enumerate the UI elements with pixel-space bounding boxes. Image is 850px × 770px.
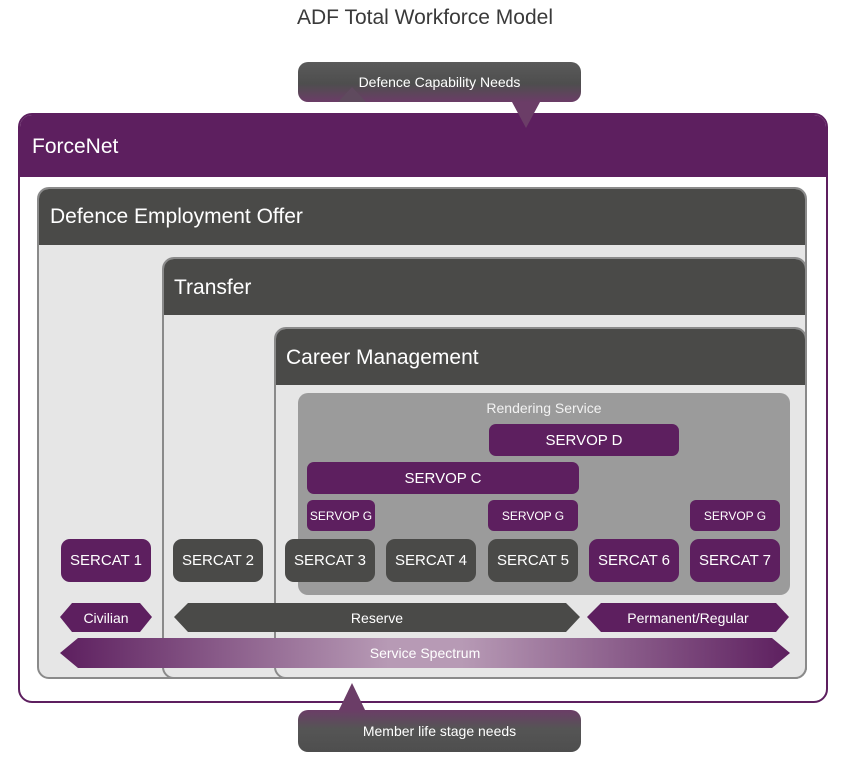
defence-capability-needs-label: Defence Capability Needs xyxy=(358,74,521,90)
sercat-5-label: SERCAT 5 xyxy=(497,552,569,569)
sercat-4-box: SERCAT 4 xyxy=(386,539,476,582)
sercat-5-box: SERCAT 5 xyxy=(488,539,578,582)
servop-g-label: SERVOP G xyxy=(703,508,767,523)
servop-g-label: SERVOP G xyxy=(501,508,565,523)
rendering-service-label: Rendering Service xyxy=(486,400,602,416)
sercat-2-label: SERCAT 2 xyxy=(182,552,254,569)
defence-employment-offer-label: Defence Employment Offer xyxy=(50,205,303,228)
reserve-label: Reserve xyxy=(350,609,404,626)
civilian-arrow xyxy=(60,603,152,632)
sercat-3-box: SERCAT 3 xyxy=(285,539,375,582)
servop-g-label: SERVOP G xyxy=(309,508,373,523)
member-life-stage-needs-label: Member life stage needs xyxy=(362,723,517,739)
top-bubble-tail-down xyxy=(512,102,540,128)
servop-g-bar: SERVOP G xyxy=(488,500,578,531)
permanent-regular-label: Permanent/Regular xyxy=(627,609,749,626)
transfer-label: Transfer xyxy=(174,276,252,299)
servop-g-bar: SERVOP G xyxy=(307,500,375,531)
servop-d-bar: SERVOP D xyxy=(489,424,679,456)
diagram-title: ADF Total Workforce Model xyxy=(297,6,553,29)
service-spectrum-arrow xyxy=(60,638,790,668)
career-management-header xyxy=(276,329,805,385)
defence-employment-offer-header xyxy=(39,189,805,245)
sercat-7-box: SERCAT 7 xyxy=(690,539,780,582)
sercat-2-box: SERCAT 2 xyxy=(173,539,263,582)
forcenet-header xyxy=(20,115,826,177)
transfer-header xyxy=(164,259,805,315)
career-management-label: Career Management xyxy=(286,346,479,369)
civilian-label: Civilian xyxy=(83,609,129,626)
servop-d-label: SERVOP D xyxy=(545,431,623,449)
reserve-arrow xyxy=(174,603,580,632)
sercat-1-box: SERCAT 1 xyxy=(61,539,151,582)
servop-g-bar: SERVOP G xyxy=(690,500,780,531)
sercat-6-label: SERCAT 6 xyxy=(598,552,670,569)
member-life-stage-needs-bubble: Member life stage needs xyxy=(298,710,581,752)
sercat-1-label: SERCAT 1 xyxy=(70,552,142,569)
sercat-4-label: SERCAT 4 xyxy=(395,552,467,569)
permanent-regular-arrow xyxy=(587,603,789,632)
sercat-7-label: SERCAT 7 xyxy=(699,552,771,569)
servop-c-label: SERVOP C xyxy=(404,469,482,487)
forcenet-label: ForceNet xyxy=(32,135,119,158)
bottom-bubble-tail-up xyxy=(338,683,366,712)
sercat-6-box: SERCAT 6 xyxy=(589,539,679,582)
sercat-3-label: SERCAT 3 xyxy=(294,552,366,569)
top-bubble-tail-up xyxy=(338,87,366,102)
service-spectrum-label: Service Spectrum xyxy=(369,645,481,661)
servop-c-bar: SERVOP C xyxy=(307,462,579,494)
